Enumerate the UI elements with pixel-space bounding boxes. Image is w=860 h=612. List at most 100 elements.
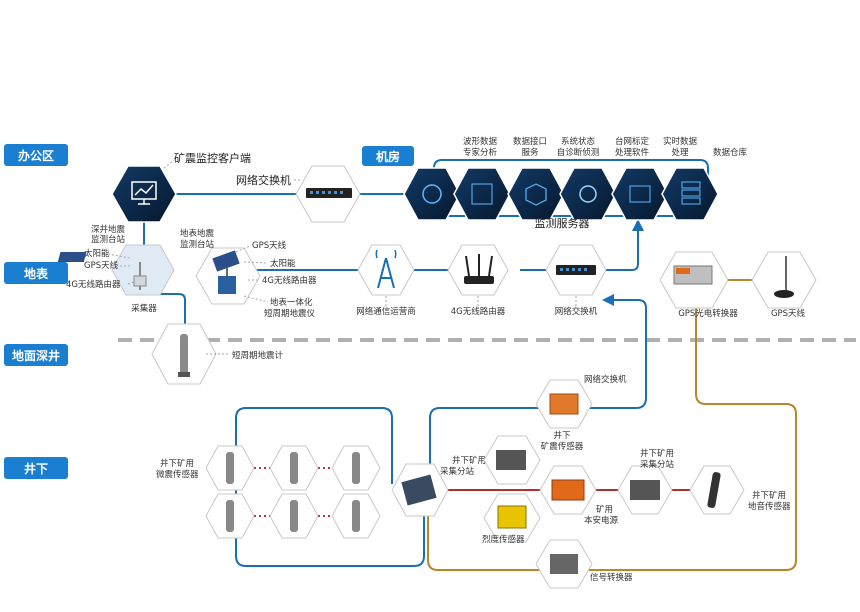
isp-node[interactable] <box>357 244 415 296</box>
svg-text:深井地震: 深井地震 <box>91 224 126 235</box>
signal-tower-icon <box>377 257 395 289</box>
svg-text:太阳能: 太阳能 <box>84 248 110 259</box>
svg-text:专家分析: 专家分析 <box>463 147 498 158</box>
intensity-sensor-node[interactable] <box>483 493 541 543</box>
underground-switch-node[interactable] <box>535 379 593 429</box>
zone-label-ground: 地表 <box>4 262 68 284</box>
svg-text:GPS天线: GPS天线 <box>771 308 806 319</box>
svg-text:井下: 井下 <box>553 430 571 441</box>
borehole-seismometer-node[interactable] <box>151 323 217 385</box>
svg-text:数据仓库: 数据仓库 <box>713 147 748 158</box>
svg-text:井下矿用: 井下矿用 <box>640 448 674 459</box>
machine-room-label: 机房 <box>362 146 414 166</box>
client-node[interactable] <box>111 165 177 223</box>
server-tiles <box>403 167 719 221</box>
svg-text:办公区: 办公区 <box>18 148 54 163</box>
collector-node: 采集器 <box>126 300 162 314</box>
substation-box-icon <box>630 480 660 500</box>
seismic-sensor-node[interactable] <box>483 435 541 485</box>
svg-text:地表: 地表 <box>24 266 49 281</box>
svg-text:本安电源: 本安电源 <box>584 515 619 526</box>
svg-text:矿震传感器: 矿震传感器 <box>541 441 584 452</box>
underground-substation-node[interactable] <box>391 463 449 517</box>
switch-box-icon <box>549 393 579 415</box>
svg-text:微震传感器: 微震传感器 <box>156 469 199 480</box>
svg-text:自诊断侦测: 自诊断侦测 <box>557 147 600 158</box>
svg-text:监测台站: 监测台站 <box>91 234 126 245</box>
svg-text:地表地震: 地表地震 <box>180 228 215 239</box>
svg-text:采集分站: 采集分站 <box>440 466 475 477</box>
gps-converter-node[interactable] <box>659 251 729 309</box>
svg-text:数据接口: 数据接口 <box>513 136 547 147</box>
intensity-box-icon <box>497 505 527 529</box>
switch-device-icon <box>556 265 596 275</box>
solar-panel-icon <box>57 252 87 262</box>
surface-station-node[interactable] <box>195 247 261 305</box>
svg-text:网络交换机: 网络交换机 <box>555 306 598 317</box>
svg-text:井下: 井下 <box>24 461 48 476</box>
svg-text:地音传感器: 地音传感器 <box>748 501 791 512</box>
sensor-probe-icon <box>226 452 360 532</box>
svg-text:地面深井: 地面深井 <box>12 348 60 363</box>
power-supply-node[interactable] <box>539 465 597 515</box>
database-icon <box>681 181 701 205</box>
router-4g-node[interactable] <box>447 244 509 296</box>
sensor-box-icon <box>496 450 526 470</box>
server-labels: 波形数据 专家分析 数据接口 服务 系统状态 自诊断侦测 台网标定 处理软件 实… <box>463 136 748 230</box>
svg-text:采集分站: 采集分站 <box>640 459 675 470</box>
svg-text:4G无线路由器: 4G无线路由器 <box>451 306 506 317</box>
solar-panel-icon <box>212 250 240 272</box>
office-switch[interactable] <box>295 165 361 223</box>
svg-text:短周期地震仪: 短周期地震仪 <box>264 308 316 319</box>
gps-antenna-node[interactable] <box>751 251 817 309</box>
svg-text:4G无线路由器: 4G无线路由器 <box>66 279 121 290</box>
micro-sensor-array <box>205 445 381 539</box>
seismometer-icon <box>180 334 188 374</box>
svg-text:机房: 机房 <box>376 149 400 164</box>
svg-text:太阳能: 太阳能 <box>270 258 296 269</box>
svg-text:服务: 服务 <box>521 147 539 158</box>
zone-label-office: 办公区 <box>4 144 68 166</box>
acoustic-probe-icon <box>707 472 721 508</box>
power-box-icon <box>551 479 585 501</box>
globe-icon <box>422 184 442 204</box>
svg-text:网络交换机: 网络交换机 <box>584 374 627 385</box>
svg-text:井下矿用: 井下矿用 <box>752 490 786 501</box>
data-stream-icon <box>471 183 493 205</box>
svg-text:烈度传感器: 烈度传感器 <box>482 534 525 545</box>
svg-text:井下矿用: 井下矿用 <box>452 455 486 466</box>
diagnosis-icon <box>579 185 597 203</box>
svg-text:网络通信运营商: 网络通信运营商 <box>356 306 416 317</box>
svg-text:台网标定: 台网标定 <box>615 136 650 147</box>
svg-text:GPS天线: GPS天线 <box>84 260 119 271</box>
zone-label-borehole: 地面深井 <box>4 344 68 366</box>
converter-box-icon <box>550 554 578 574</box>
svg-text:系统状态: 系统状态 <box>561 136 596 147</box>
ground-switch-node[interactable] <box>545 244 607 296</box>
svg-text:GPS光电转换器: GPS光电转换器 <box>678 308 738 319</box>
signal-converter-node[interactable] <box>535 539 593 589</box>
client-label: 矿震监控客户端 <box>174 151 251 165</box>
cube-icon <box>525 183 547 206</box>
svg-text:监测服务器: 监测服务器 <box>535 217 590 230</box>
substation2-node[interactable] <box>617 465 673 515</box>
svg-text:实时数据: 实时数据 <box>663 136 698 147</box>
acoustic-sensor-node[interactable] <box>689 465 745 515</box>
svg-text:4G无线路由器: 4G无线路由器 <box>262 275 317 286</box>
calibration-icon <box>629 185 651 203</box>
svg-text:处理: 处理 <box>671 147 689 158</box>
svg-text:处理软件: 处理软件 <box>615 147 650 158</box>
router-icon <box>464 276 494 284</box>
office-switch-label: 网络交换机 <box>236 173 291 187</box>
deep-station-node[interactable] <box>57 244 175 296</box>
svg-text:采集器: 采集器 <box>131 303 157 314</box>
svg-text:矿用: 矿用 <box>596 504 613 515</box>
substation-box-icon <box>401 474 437 506</box>
svg-text:井下矿用: 井下矿用 <box>160 458 194 469</box>
svg-text:GPS天线: GPS天线 <box>252 240 287 251</box>
svg-text:地表一体化: 地表一体化 <box>270 297 313 308</box>
svg-text:短周期地震计: 短周期地震计 <box>232 350 284 361</box>
zone-label-underground: 井下 <box>4 457 68 479</box>
svg-text:波形数据: 波形数据 <box>463 136 498 147</box>
